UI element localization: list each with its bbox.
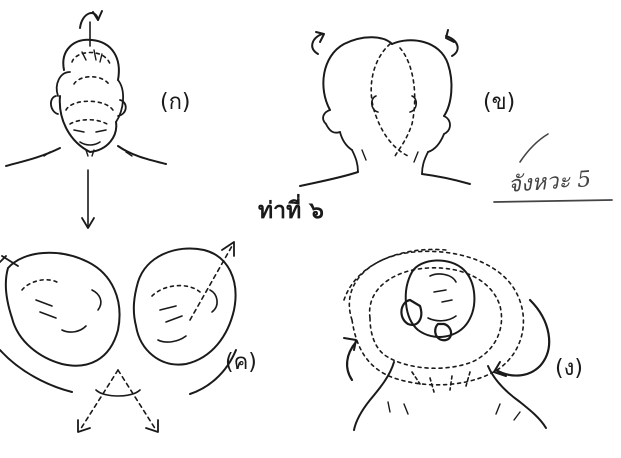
rhythm-tick-mark bbox=[520, 134, 548, 162]
figure-d-head-roll bbox=[344, 249, 549, 430]
rhythm-note: จังหวะ 5 bbox=[507, 169, 592, 197]
rhythm-underline bbox=[494, 200, 612, 202]
pose-title: ท่าที่ ๖ bbox=[258, 200, 324, 223]
figure-c-head-tilt bbox=[0, 242, 236, 432]
figure-c-label: (ค) bbox=[225, 352, 257, 374]
figure-a-head-nod bbox=[6, 11, 166, 228]
figure-b-head-turn bbox=[300, 30, 470, 186]
figure-d-label: (ง) bbox=[555, 358, 583, 380]
figure-b-label: (ข) bbox=[483, 92, 515, 114]
figure-a-label: (ก) bbox=[160, 92, 191, 114]
